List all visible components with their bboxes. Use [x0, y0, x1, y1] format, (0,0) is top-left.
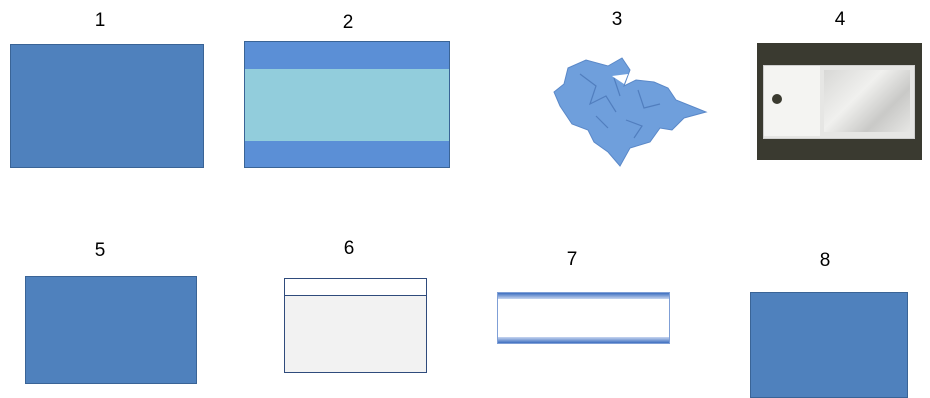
item-2-banded-drape: [244, 41, 450, 168]
item-1-solid-drape: [10, 44, 204, 168]
item-8-label: 8: [820, 251, 831, 270]
item-8-solid-drape: [750, 292, 908, 398]
item-1-label: 1: [95, 11, 106, 30]
item-4-hang-hole: [772, 94, 782, 104]
item-4-package-window: [824, 70, 910, 132]
item-6-gray-drape: [284, 278, 427, 373]
item-7-top-edge: [498, 293, 669, 299]
item-4-product-photo: [757, 43, 922, 160]
item-6-top-strip: [285, 279, 426, 296]
item-7-label: 7: [567, 250, 578, 269]
item-3-label: 3: [612, 10, 623, 29]
item-4-package: [763, 65, 915, 139]
item-7-bottom-edge: [498, 337, 669, 343]
item-6-label: 6: [344, 239, 355, 258]
item-7-edged-strip: [497, 292, 670, 344]
item-5-solid-drape: [25, 276, 197, 384]
item-2-label: 2: [343, 13, 354, 32]
item-3-crumpled-drape-illustration: [550, 56, 708, 168]
item-2-cyan-band: [245, 69, 449, 141]
item-5-label: 5: [95, 241, 106, 260]
item-4-label: 4: [835, 10, 846, 29]
